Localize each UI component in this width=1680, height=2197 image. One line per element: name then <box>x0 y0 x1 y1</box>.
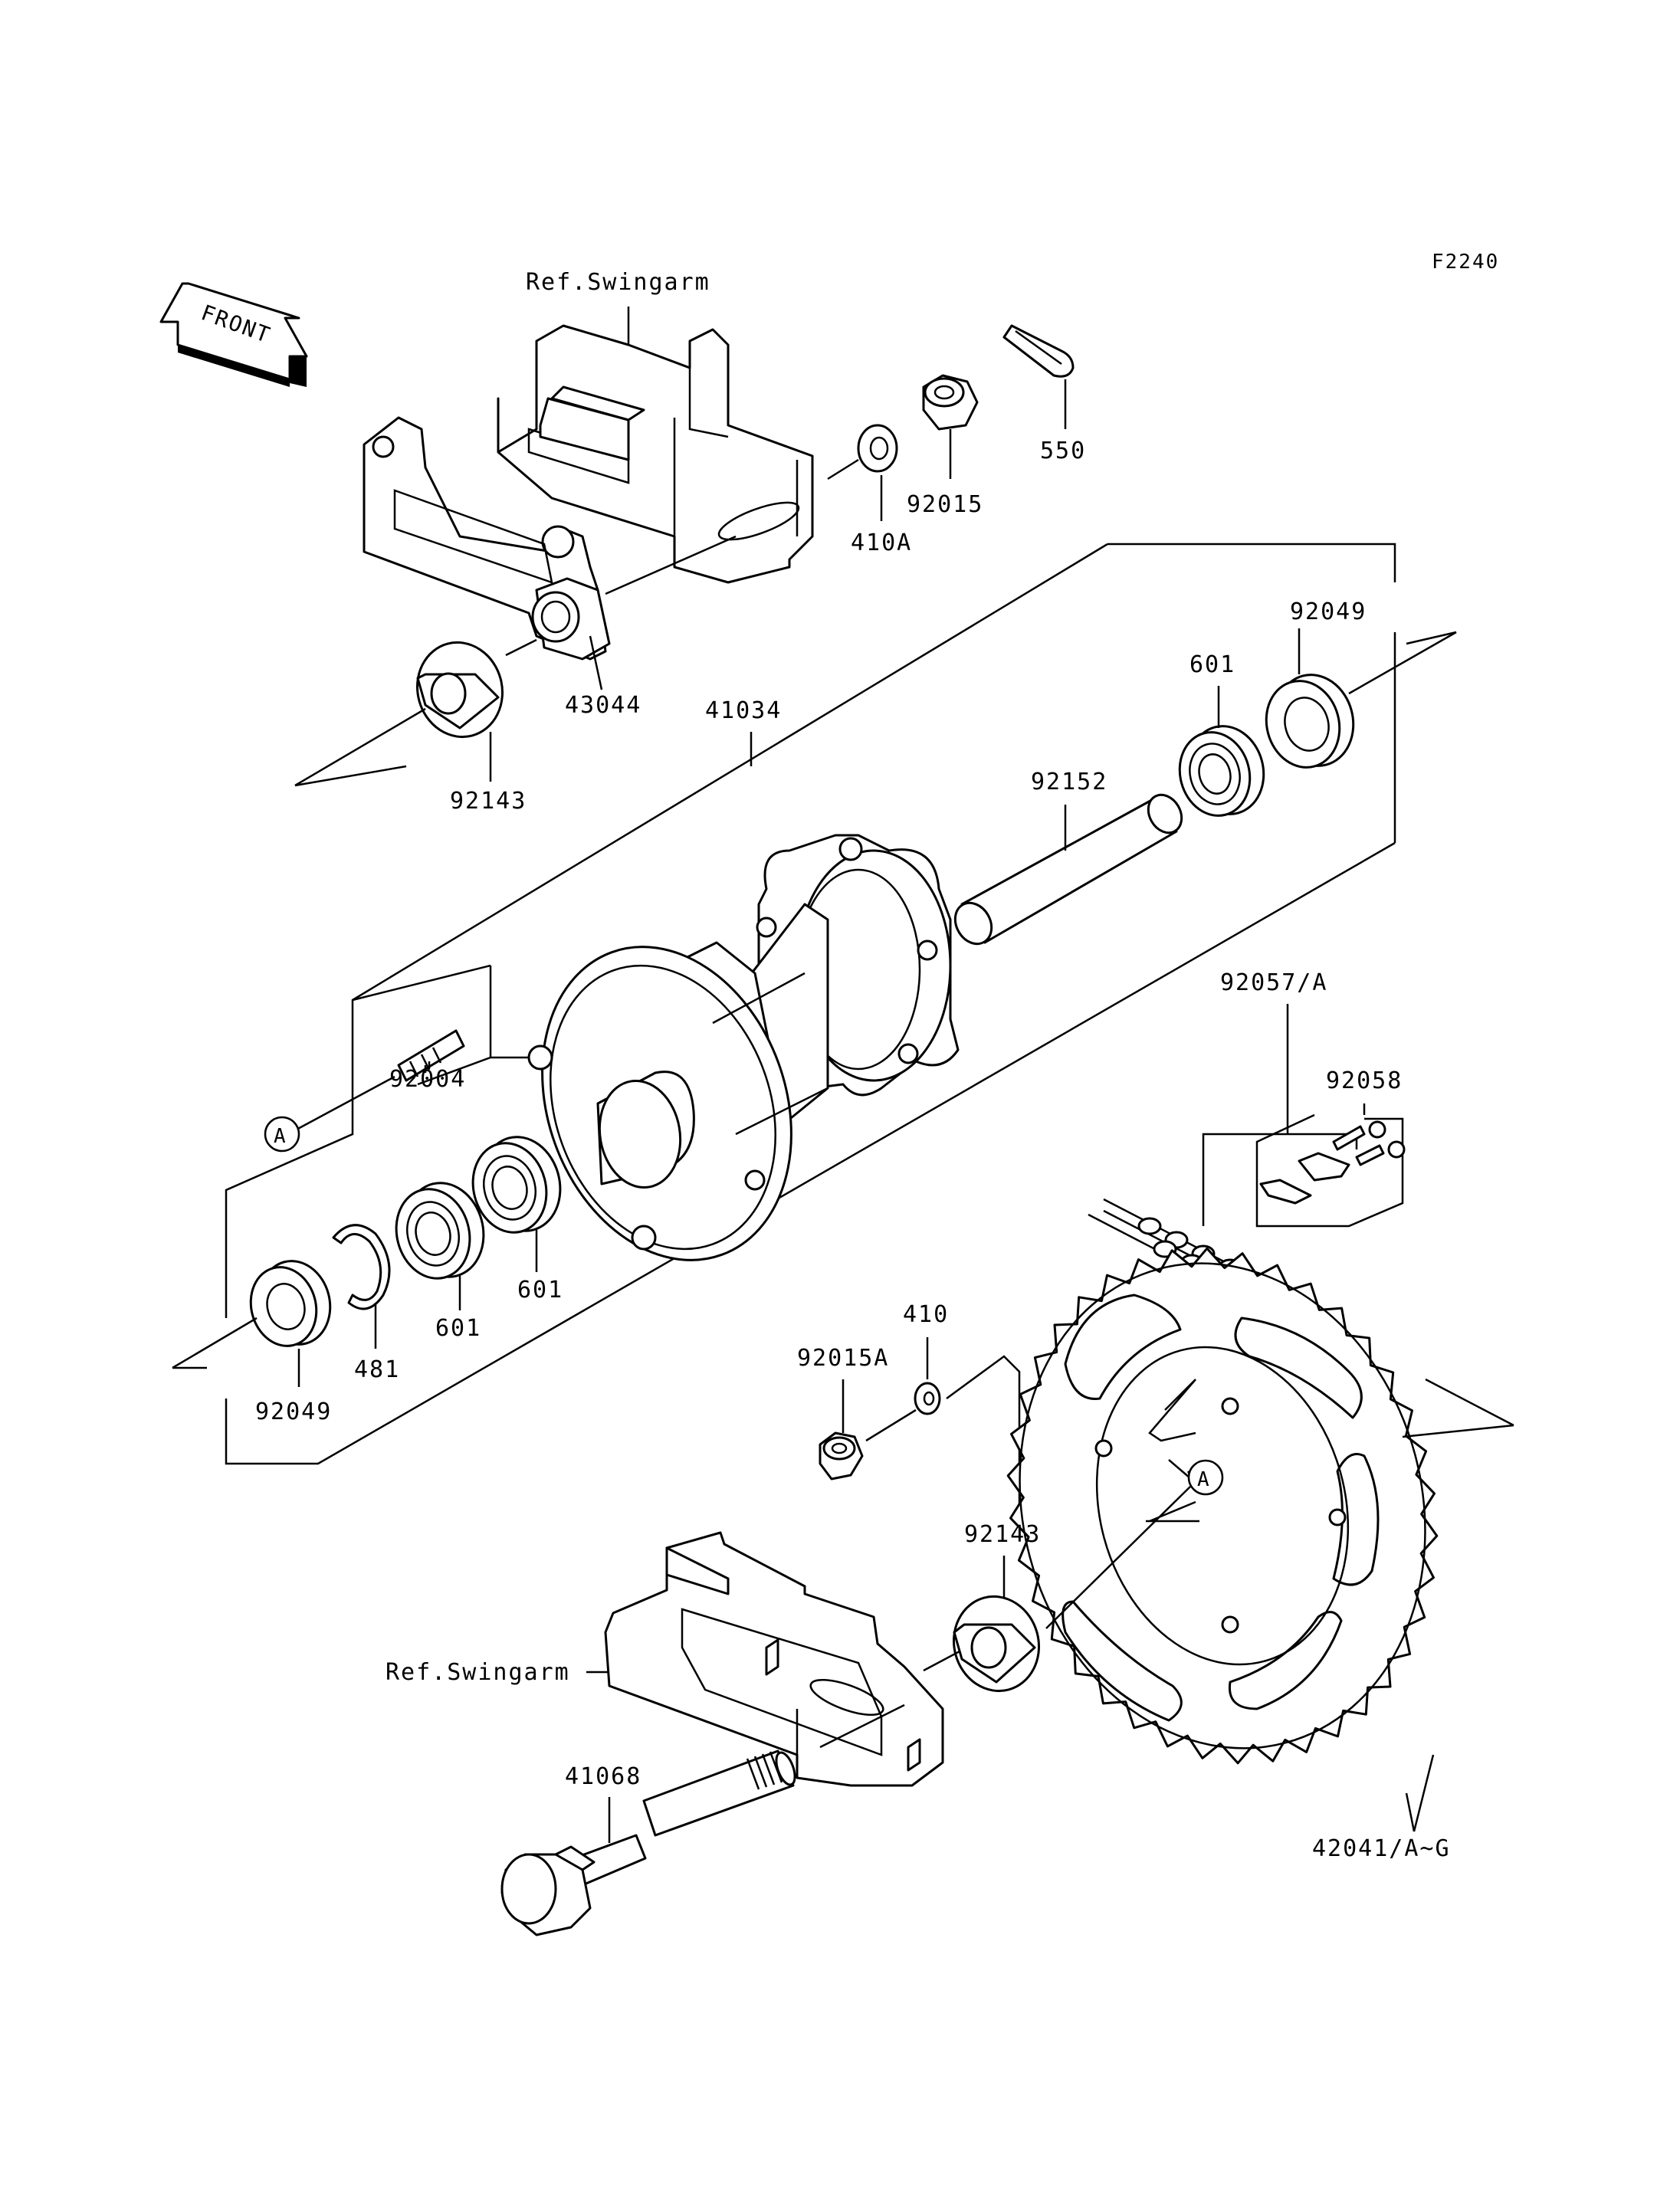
label-92152: 92152 <box>1031 769 1107 795</box>
rear-sprocket-42041 <box>1006 1247 1439 1765</box>
label-601-low: 601 <box>435 1315 481 1342</box>
upper-swingarm-ref <box>497 324 814 584</box>
label-92058: 92058 <box>1326 1067 1403 1094</box>
callout-marker-right <box>1187 1459 1224 1496</box>
callout-marker-right-label: A <box>1197 1468 1209 1491</box>
label-410: 410 <box>903 1301 949 1328</box>
lower-swingarm-ref <box>604 1531 944 1787</box>
wheel-hub <box>527 834 960 1261</box>
master-link-92058 <box>1255 1113 1406 1228</box>
label-92049-right: 92049 <box>1290 598 1367 625</box>
upper-ref-label: Ref.Swingarm <box>526 269 710 296</box>
label-41034: 41034 <box>705 697 782 724</box>
seal-92049-right <box>1265 674 1355 769</box>
label-481: 481 <box>354 1356 400 1383</box>
sleeve-92152 <box>953 793 1183 946</box>
label-92143-bottom: 92143 <box>964 1521 1041 1548</box>
lower-ref-label: Ref.Swingarm <box>386 1659 570 1686</box>
stud-92004 <box>397 1029 465 1082</box>
bearing-601-mid <box>471 1136 562 1234</box>
label-92143-top: 92143 <box>450 788 527 815</box>
front-arrow-icon: FRONT <box>159 282 308 387</box>
seal-92049-left <box>249 1260 332 1347</box>
label-43044: 43044 <box>565 692 641 719</box>
label-601-right: 601 <box>1189 651 1235 678</box>
nut-92015 <box>922 374 979 431</box>
nut-92015A <box>819 1431 864 1481</box>
diagram-code: F2240 <box>1432 251 1499 274</box>
label-42041: 42041/A~G <box>1312 1835 1451 1862</box>
axle-41068 <box>500 1749 796 1936</box>
label-92049-left: 92049 <box>255 1399 332 1425</box>
cotter-pin-550 <box>1002 324 1075 378</box>
label-410A: 410A <box>851 530 912 556</box>
washer-410A <box>857 424 898 473</box>
washer-410 <box>914 1382 941 1415</box>
label-92015: 92015 <box>907 491 983 518</box>
label-601-mid: 601 <box>517 1277 563 1303</box>
bearing-601-right <box>1178 725 1265 817</box>
label-92057: 92057/A <box>1220 969 1327 996</box>
bearing-601-low <box>395 1182 485 1280</box>
spacer-92143-top <box>416 641 504 739</box>
label-41068: 41068 <box>565 1763 641 1790</box>
assembly-bracket <box>225 543 1396 1465</box>
label-92015A: 92015A <box>797 1345 889 1372</box>
circlip-481 <box>332 1224 391 1310</box>
callout-marker-left-label: A <box>274 1125 286 1148</box>
label-92004: 92004 <box>389 1066 466 1093</box>
spacer-92143-bottom <box>953 1595 1040 1693</box>
label-550: 550 <box>1040 438 1086 464</box>
callout-marker-left <box>264 1116 300 1153</box>
